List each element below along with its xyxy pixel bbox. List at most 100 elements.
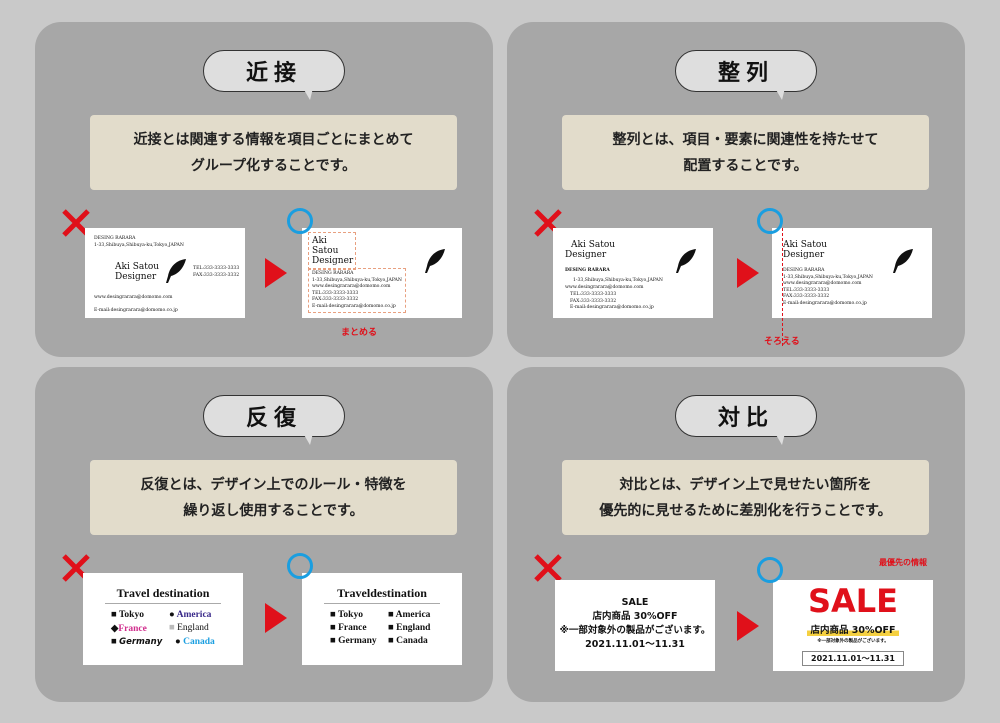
good-sale-card: SALE 店内商品 30%OFF ※一部対象外の製品がございます。 2021.1… [773, 580, 933, 671]
item-label: Tokyo [118, 610, 144, 620]
list-item: ■ Tokyo [111, 610, 144, 620]
email: E-mail:desingrarara@domomo.co.jp [94, 308, 178, 313]
panel-contrast: 対比 対比とは、デザイン上で見せたい箇所を優先的に見せるために差別化を行うことで… [507, 367, 965, 702]
travel-title: Travel destination [105, 586, 221, 604]
fax: FAX:333-3333-3332 [312, 297, 359, 302]
arrow-right-icon [265, 603, 287, 633]
sale-dates: 2021.11.01～11.31 [802, 651, 904, 666]
list-item: ■ England [169, 623, 209, 633]
item-label: Canada [396, 636, 428, 646]
name: Aki Satou [312, 236, 339, 256]
item-label: Canada [183, 637, 215, 647]
sale-offer: 店内商品 30%OFF [807, 622, 899, 636]
list-item: ■ Germany [111, 637, 163, 647]
item-label: Germany [119, 637, 163, 647]
list-item: ■ America [388, 610, 431, 620]
feather-icon [676, 249, 696, 273]
list-item: ■ England [388, 623, 431, 633]
circle-icon [287, 553, 313, 579]
name: Aki Satou [783, 240, 828, 250]
role: Designer [115, 272, 157, 282]
list-item: ■ Canada [388, 636, 428, 646]
bad-sale-card: SALE 店内商品 30%OFF ※一部対象外の製品がございます。 2021.1… [555, 580, 715, 671]
good-travel-card: Traveldestination ■ Tokyo ■ America ■ Fr… [302, 573, 462, 665]
bubble-tail [303, 433, 313, 445]
sale-exclusion: ※一部対象外の製品がございます。 [559, 625, 711, 636]
panel-alignment: 整列 整列とは、項目・要素に関連性を持たせて配置することです。 Aki Sato… [507, 22, 965, 357]
desc-line: 繰り返し使用することです。 [183, 502, 364, 519]
desc-line: グループ化することです。 [190, 157, 357, 174]
desc-line: 対比とは、デザイン上で見せたい箇所を [619, 476, 872, 493]
item-label: Tokyo [337, 610, 363, 620]
web: www.desingrarara@domomo.com [94, 295, 173, 300]
annotation-note: まとめる [341, 328, 378, 338]
feather-icon [166, 259, 186, 283]
company: DESING RARARA [94, 236, 136, 241]
title-bubble: 近接 [203, 50, 345, 92]
list-item: ■ Germany [330, 636, 377, 646]
fax: FAX:333-3333-3332 [783, 294, 830, 299]
web: www.desingrarara@domomo.com [565, 284, 644, 290]
sale-title: SALE [807, 582, 899, 620]
address: 1-33,Shibuya,Shibuya-ku,Tokyo,JAPAN [573, 278, 663, 283]
list-item: ◆France [111, 624, 147, 634]
desc-line: 整列とは、項目・要素に関連性を持たせて [612, 131, 879, 148]
list-item: ● Canada [175, 637, 215, 647]
description-box: 反復とは、デザイン上でのルール・特徴を繰り返し使用することです。 [90, 460, 457, 535]
desc-line: 近接とは関連する情報を項目ごとにまとめて [133, 131, 414, 148]
panel-repetition: 反復 反復とは、デザイン上でのルール・特徴を繰り返し使用することです。 Trav… [35, 367, 493, 702]
tel: TEL:333-3333-3333 [193, 266, 240, 271]
desc-line: 反復とは、デザイン上でのルール・特徴を [140, 476, 407, 493]
address: 1-33,Shibuya,Shibuya-ku,Tokyo,JAPAN [94, 242, 184, 248]
desc-line: 配置することです。 [683, 157, 808, 174]
item-label: America [395, 610, 431, 620]
sale-dates: 2021.11.01～11.31 [585, 639, 685, 650]
web: www.desingrarara@domomo.com [312, 284, 391, 289]
role: Designer [312, 256, 354, 266]
annotation-note: そろえる [764, 337, 800, 347]
sale-offer: 店内商品 30%OFF [592, 611, 678, 622]
feather-icon [893, 249, 913, 273]
bad-travel-card: Travel destination ■ Tokyo ● America ◆Fr… [83, 573, 243, 665]
list-item: ■ Tokyo [330, 610, 363, 620]
bubble-tail [775, 88, 785, 100]
name: Aki Satou [571, 240, 616, 250]
sale-exclusion: ※一部対象外の製品がございます。 [817, 639, 889, 644]
circle-icon [287, 208, 313, 234]
name: Aki Satou [115, 262, 160, 272]
role: Designer [783, 250, 825, 260]
description-box: 整列とは、項目・要素に関連性を持たせて配置することです。 [562, 115, 929, 190]
company: DESING RARARA [783, 268, 825, 273]
fax: FAX:333-3333-3332 [570, 298, 617, 304]
tel: TEL:333-3333-3333 [570, 292, 617, 297]
desc-line: 優先的に見せるために差別化を行うことです。 [599, 502, 892, 519]
list-item: ■ France [330, 623, 367, 633]
tel: TEL:333-3333-3333 [783, 287, 830, 293]
description-box: 対比とは、デザイン上で見せたい箇所を優先的に見せるために差別化を行うことです。 [562, 460, 929, 535]
address: 1-33,Shibuya,Shibuya-ku,Tokyo,JAPAN [312, 277, 402, 283]
fax: FAX:333-3333-3332 [193, 272, 240, 278]
item-label: Germany [338, 636, 377, 646]
sale-title: SALE [621, 597, 649, 608]
arrow-right-icon [737, 611, 759, 641]
email: E-mail:desingrarara@domomo.co.jp [570, 305, 654, 310]
travel-title: Traveldestination [324, 586, 440, 604]
title-bubble: 反復 [203, 395, 345, 437]
cross-icon [62, 209, 90, 237]
panel-proximity: 近接 近接とは関連する情報を項目ごとにまとめてグループ化することです。 DESI… [35, 22, 493, 357]
company: DESING RARARA [565, 268, 610, 273]
circle-icon [757, 557, 783, 583]
tel: TEL:333-3333-3333 [312, 290, 359, 296]
address: 1-33,Shibuya,Shibuya-ku,Tokyo,JAPAN [783, 274, 873, 280]
circle-icon [757, 208, 783, 234]
title-bubble: 整列 [675, 50, 817, 92]
company: DESING RARARA [312, 271, 354, 276]
item-label: America [176, 610, 212, 620]
email: E-mail:desingrarara@domomo.co.jp [312, 303, 396, 309]
bubble-tail [775, 433, 785, 445]
role: Designer [565, 250, 607, 260]
